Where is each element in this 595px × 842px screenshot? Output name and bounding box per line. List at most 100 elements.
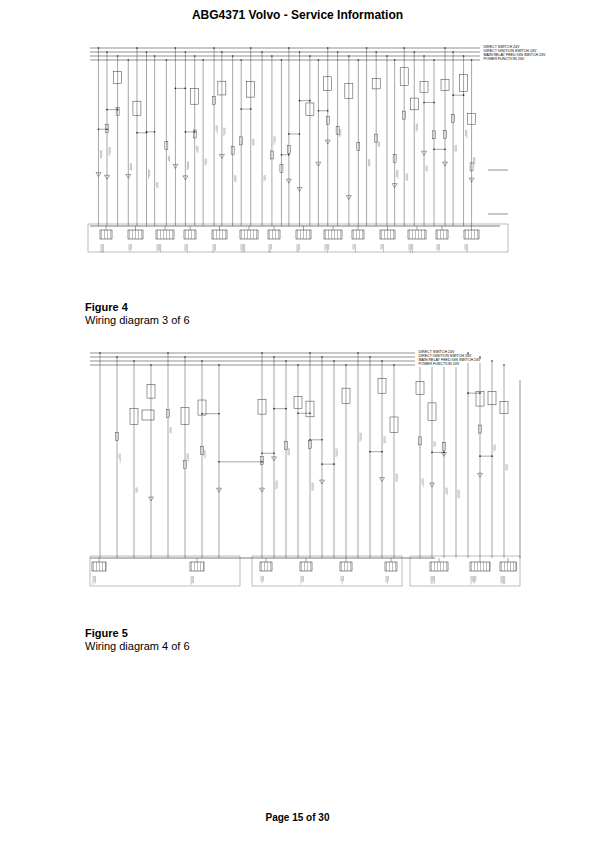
wire [188,453,189,461]
wire [432,576,433,584]
wire [455,145,456,152]
junction-dot [318,110,320,112]
wire [241,244,242,251]
junction-dot [321,463,323,465]
wire [169,230,170,239]
fuse-symbol [285,441,288,449]
fuse-symbol [326,117,329,125]
wire [362,230,363,239]
wire [437,244,438,251]
wire [96,562,97,571]
connector-symbol [212,230,227,239]
wire [262,353,263,558]
wire [269,244,270,253]
wire [90,353,415,354]
junction-dot [433,149,435,151]
diode-symbol [392,184,397,188]
relay-symbol [181,407,189,424]
wire [190,226,191,230]
wire [442,226,443,230]
wire [334,361,335,558]
wire [507,464,508,470]
wire [325,244,326,251]
wire [275,136,276,142]
wire [159,244,160,251]
wire [414,52,415,226]
wire [300,230,301,239]
fuse-symbol [419,437,422,445]
wire [100,353,101,558]
wire [390,230,391,239]
wire [137,487,138,492]
page-number: Page 15 of 30 [0,812,595,823]
wire [303,576,304,582]
relay-symbol [476,392,484,406]
wire [388,576,389,581]
wire [480,562,481,571]
wire [466,130,467,139]
wire [128,60,129,226]
wire [194,56,195,226]
connector-symbol [268,230,280,239]
wire [93,576,94,585]
wire [196,146,197,151]
wire [267,562,268,571]
wire [354,244,355,250]
junction-dot [175,88,177,90]
wire [160,244,161,252]
wire [346,365,347,558]
fuse-symbol [470,163,473,171]
relay-symbol [147,384,155,398]
wire [387,230,388,239]
relay-symbol [294,397,302,409]
wire [90,361,415,362]
fuse-symbol [287,145,290,153]
wire [322,357,323,558]
diode-symbol [443,162,448,166]
wire [110,230,111,239]
fuse-symbol [201,447,204,455]
wire [361,433,362,441]
wire [101,230,102,239]
wire [379,142,380,147]
relay-symbol [324,77,332,91]
wire [250,48,251,226]
diode-symbol [149,497,154,501]
relay-symbol [441,79,449,90]
diode-symbol [260,488,265,492]
wire [480,558,481,562]
wire [269,230,270,239]
wire [149,170,150,177]
wire [488,170,508,171]
harness-frame [88,224,508,252]
wire [266,558,267,562]
wire [187,453,188,459]
wire [304,562,305,571]
wire [213,230,214,239]
wire [148,170,149,179]
wire [106,226,107,230]
wire [185,230,186,239]
wire [513,562,514,571]
wire [437,562,438,571]
bus-label: POWER FUNCTION 24V [483,58,525,62]
relay-symbol [468,113,476,124]
fuse-symbol [452,114,455,122]
wire [298,365,299,558]
wire [107,230,108,239]
diode-symbol [430,483,435,487]
wire [110,147,111,154]
diode-symbol [272,457,277,461]
wire [347,562,348,571]
wire [424,102,434,103]
wire [501,576,502,583]
wire [322,464,334,465]
wire [204,450,205,456]
wire [480,357,481,558]
connector-symbol [380,230,395,239]
wire [434,441,435,446]
wire [504,576,505,584]
wire [194,230,195,239]
fuse-symbol [443,443,446,451]
